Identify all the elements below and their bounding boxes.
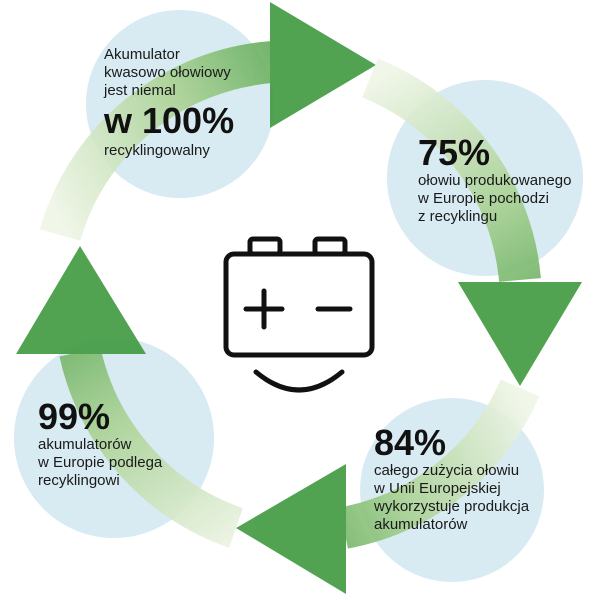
- stat-top-left: Akumulator kwasowo ołowiowy jest niemal …: [104, 46, 274, 160]
- cycle-arrow-bottom: [236, 379, 540, 594]
- stat-text-line: ołowiu produkowanego: [418, 172, 572, 189]
- stat-text-line: recyklingowalny: [104, 142, 210, 159]
- stat-text-line: z recyklingu: [418, 208, 498, 225]
- stat-value: w 100%: [104, 100, 235, 141]
- stat-text-line: w Europie pochodzi: [418, 190, 549, 207]
- stat-text-line: w Unii Europejskiej: [374, 480, 501, 497]
- stat-text-line: jest niemal: [104, 82, 176, 99]
- stat-value: 84%: [374, 422, 447, 463]
- stat-text-line: Akumulator: [104, 46, 180, 63]
- cycle-arrow-top: [39, 2, 376, 242]
- stat-value: 99%: [38, 396, 111, 437]
- stat-text-line: akumulatorów: [38, 436, 132, 453]
- stat-right: 75% ołowiu produkowanego w Europie pocho…: [418, 134, 598, 226]
- stat-bottom-left: 99% akumulatorów w Europie podlega recyk…: [38, 398, 228, 490]
- cycle-arrow-right: [361, 58, 582, 386]
- battery-smile-icon: [223, 236, 375, 393]
- stat-text-line: kwasowo ołowiowy: [104, 64, 231, 81]
- cycle-arrow-left: [16, 246, 244, 548]
- stat-value: 75%: [418, 132, 491, 173]
- stat-text-line: w Europie podlega: [38, 454, 163, 471]
- stat-text-line: wykorzystuje produkcja: [374, 498, 530, 515]
- stat-bottom-right: 84% całego zużycia ołowiu w Unii Europej…: [374, 424, 564, 534]
- stat-text-line: akumulatorów: [374, 516, 468, 533]
- stat-text-line: recyklingowi: [38, 472, 120, 489]
- stat-text-line: całego zużycia ołowiu: [374, 462, 520, 479]
